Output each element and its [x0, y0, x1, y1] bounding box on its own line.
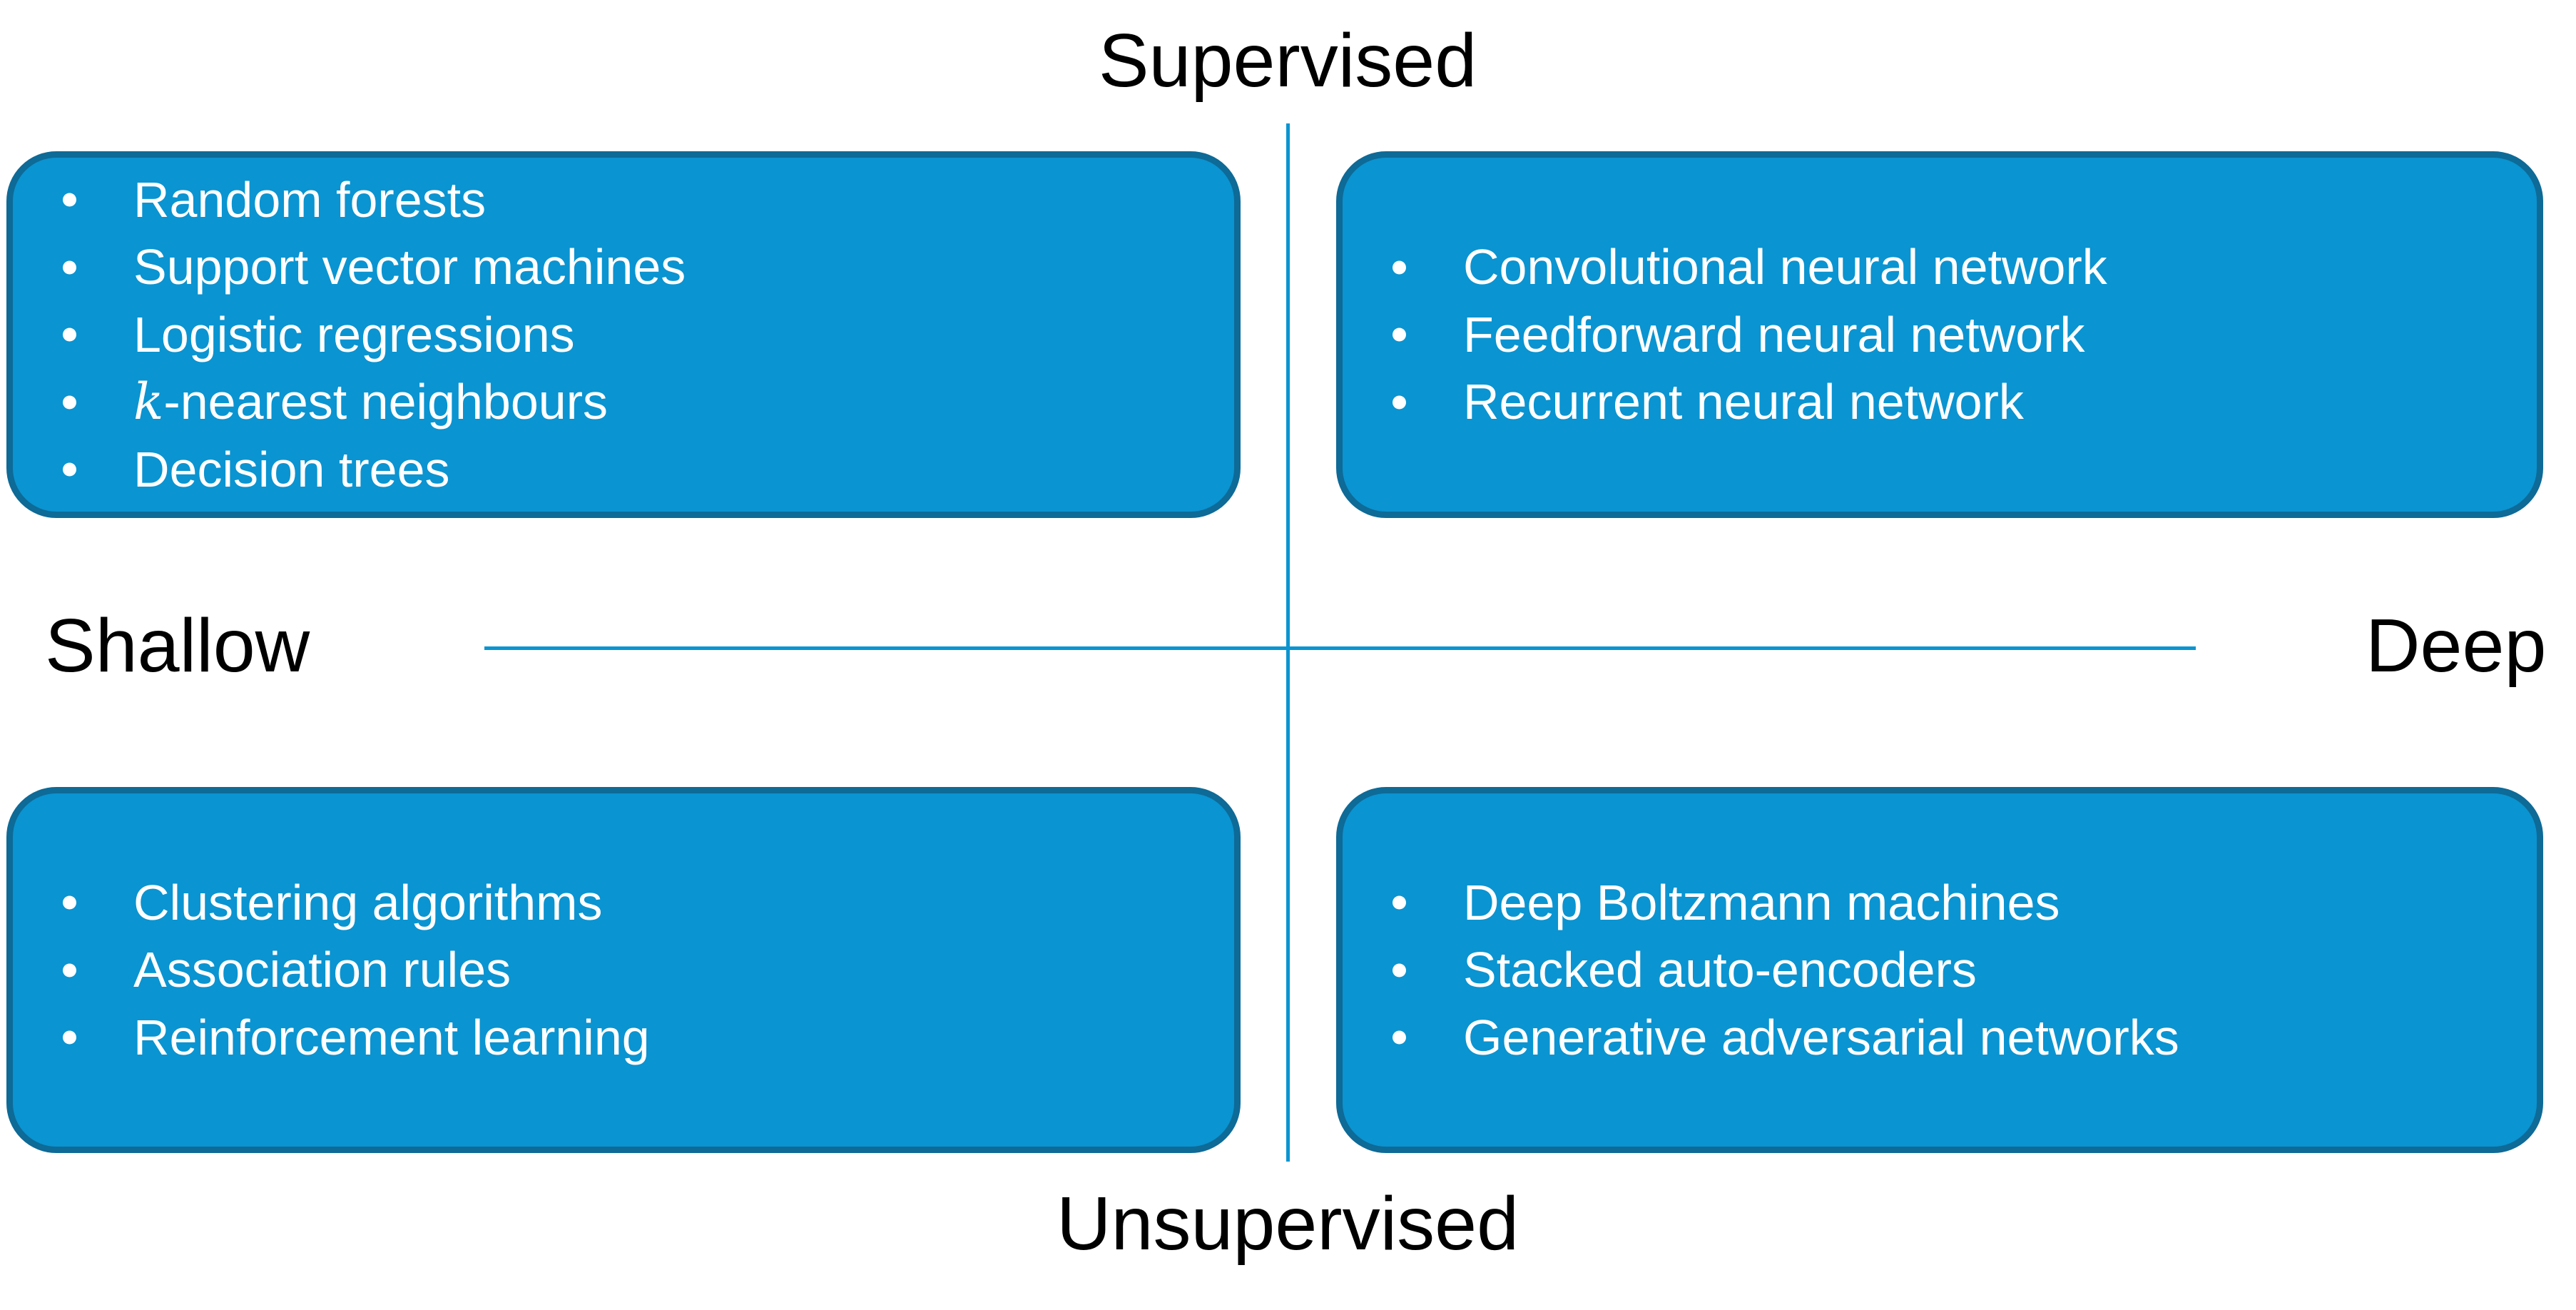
- axis-label-unsupervised: Unsupervised: [1056, 1182, 1519, 1266]
- list-item: Generative adversarial networks: [1343, 1004, 2537, 1072]
- axis-label-shallow: Shallow: [45, 604, 310, 688]
- horizontal-axis-line: [484, 646, 2196, 650]
- axis-label-deep: Deep: [2366, 604, 2547, 688]
- list-item: Deep Boltzmann machines: [1343, 869, 2537, 937]
- list-item: Support vector machines: [13, 233, 1234, 301]
- vertical-axis-line: [1286, 123, 1290, 1162]
- list-item: Decision trees: [13, 436, 1234, 504]
- list-item: Reinforcement learning: [13, 1004, 1234, 1072]
- list-item: Convolutional neural network: [1343, 233, 2537, 301]
- axis-label-supervised: Supervised: [1098, 19, 1477, 103]
- list-item: Recurrent neural network: [1343, 368, 2537, 436]
- list-item: Clustering algorithms: [13, 869, 1234, 937]
- list-item: Stacked auto-encoders: [1343, 936, 2537, 1004]
- list-item: k-nearest neighbours: [13, 368, 1234, 436]
- list-item: Association rules: [13, 936, 1234, 1004]
- list-item: Feedforward neural network: [1343, 301, 2537, 369]
- list-item: Logistic regressions: [13, 301, 1234, 369]
- list-item: Random forests: [13, 166, 1234, 234]
- math-variable: k: [133, 372, 164, 432]
